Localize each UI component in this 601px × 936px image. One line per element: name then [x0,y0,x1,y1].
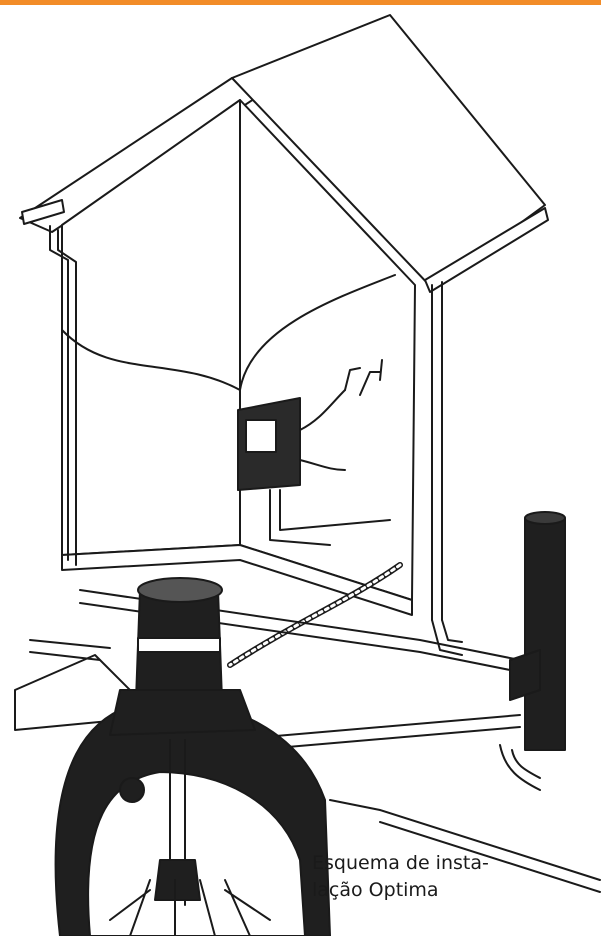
downpipe-right [431,281,443,621]
top-accent-bar [0,0,601,5]
house-base [61,544,413,616]
pipe-bottom [329,799,601,893]
tank-band [137,637,221,653]
house-wall-left [61,99,241,556]
gutter-right [424,207,549,293]
tank-lid [137,577,223,603]
filter-tower [524,517,566,751]
control-taps [344,359,383,396]
wall-cutaway [61,274,396,391]
control-cables [269,389,391,546]
downpipe-right-elbow [431,619,463,656]
tank-neck [109,689,256,736]
caption-line-1: Esquema de insta- [312,852,489,874]
pipe-left-loop [14,654,141,731]
roof-right [231,14,546,289]
diagram-caption: Esquema de insta- lação Optima [312,850,597,904]
control-gauge [245,419,277,453]
float-ball [119,777,145,803]
tank-ribs [109,879,271,936]
filter-connector [509,649,541,701]
gutter-left [21,199,65,225]
filter-elbow [499,744,541,791]
pump-body [154,859,201,901]
downpipe-left [49,225,77,566]
filter-cap [524,511,566,525]
caption-line-2: lação Optima [312,879,439,901]
